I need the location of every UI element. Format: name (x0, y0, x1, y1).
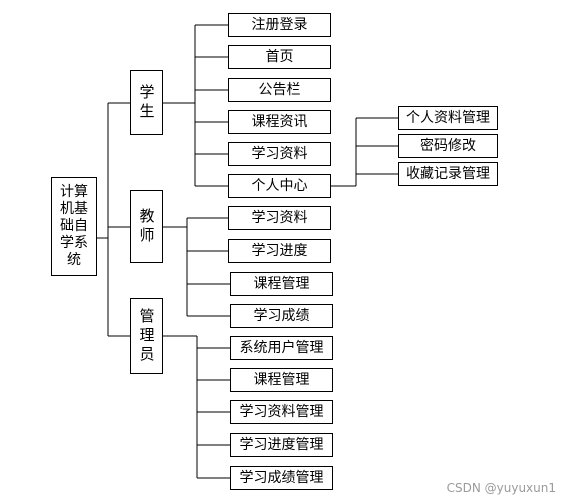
student-item-label: 首页 (265, 49, 294, 65)
teacher-item: 学习资料 (228, 206, 331, 230)
teacher-item-label: 学习进度 (251, 243, 308, 259)
student-item: 公告栏 (228, 78, 331, 102)
admin-item-label: 系统用户管理 (239, 340, 324, 356)
teacher-item-label: 课程管理 (253, 276, 310, 292)
student-item-label: 个人中心 (251, 178, 308, 194)
student-item-label: 学习资料 (251, 146, 308, 162)
student-item: 注册登录 (228, 13, 331, 37)
root-node: 计算机基础自学系统 (51, 177, 97, 276)
student-item: 课程资讯 (228, 110, 331, 134)
role-student-label: 学生 (137, 83, 156, 122)
admin-item: 学习进度管理 (230, 433, 333, 457)
watermark: CSDN @yuyuxun1 (446, 481, 556, 495)
admin-item-label: 学习进度管理 (239, 437, 324, 453)
role-admin: 管理员 (130, 298, 163, 374)
personal-center-item-label: 收藏记录管理 (406, 166, 490, 182)
admin-item: 系统用户管理 (230, 336, 333, 360)
role-teacher-label: 教师 (137, 207, 156, 246)
personal-center-item-label: 个人资料管理 (406, 110, 490, 126)
personal-center-item: 收藏记录管理 (398, 162, 498, 186)
admin-item-label: 课程管理 (253, 372, 310, 388)
root-label: 计算机基础自学系统 (60, 184, 88, 268)
admin-item: 学习资料管理 (230, 400, 333, 424)
admin-item-label: 学习成绩管理 (239, 470, 324, 486)
teacher-item-label: 学习资料 (251, 210, 308, 226)
teacher-item: 学习进度 (228, 239, 331, 263)
admin-item: 课程管理 (230, 368, 333, 392)
admin-item-label: 学习资料管理 (239, 404, 324, 420)
personal-center-item: 密码修改 (398, 134, 498, 158)
role-admin-label: 管理员 (137, 307, 156, 365)
teacher-item: 学习成绩 (230, 304, 333, 328)
role-teacher: 教师 (130, 190, 163, 263)
teacher-item: 课程管理 (230, 272, 333, 296)
student-item: 学习资料 (228, 142, 331, 166)
teacher-item-label: 学习成绩 (253, 308, 310, 324)
admin-item: 学习成绩管理 (230, 466, 333, 490)
student-item-personal-center: 个人中心 (228, 174, 331, 198)
personal-center-item: 个人资料管理 (398, 106, 498, 130)
student-item-label: 注册登录 (251, 17, 308, 33)
student-item-label: 课程资讯 (251, 114, 308, 130)
role-student: 学生 (130, 70, 163, 135)
personal-center-item-label: 密码修改 (420, 138, 476, 154)
student-item: 首页 (228, 45, 331, 69)
student-item-label: 公告栏 (258, 82, 301, 98)
